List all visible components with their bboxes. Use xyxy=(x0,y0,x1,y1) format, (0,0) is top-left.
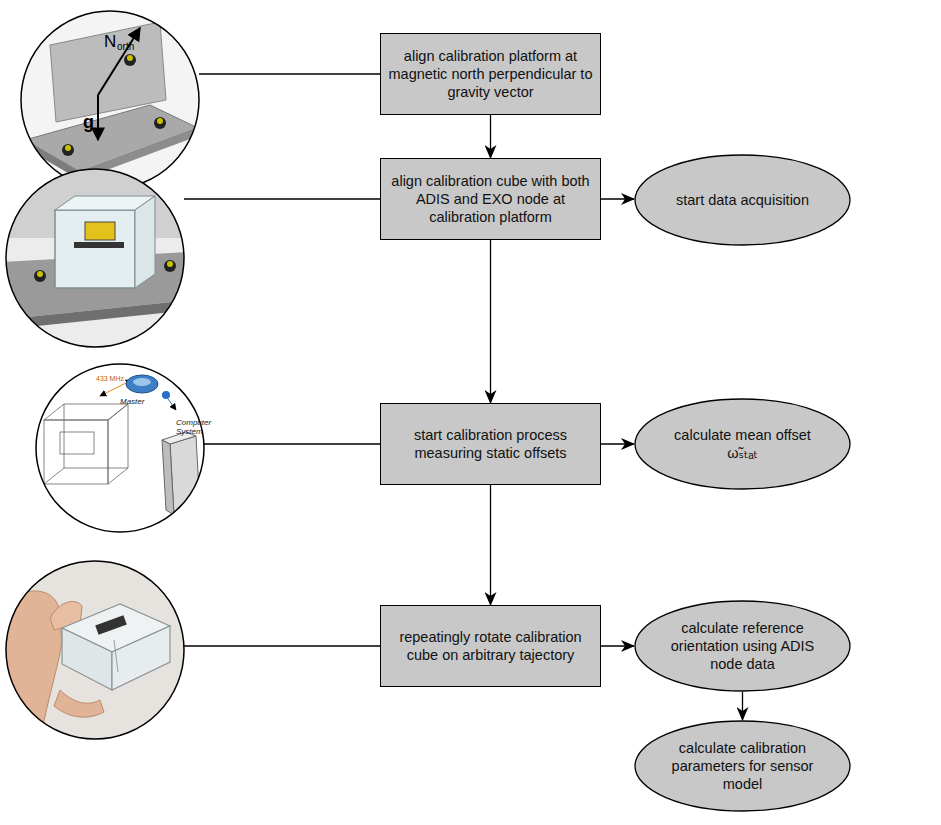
text-holder: align calibration cube with both ADIS an… xyxy=(386,172,595,226)
text-holder: calculate reference orientation using AD… xyxy=(660,619,825,673)
flow-arrow xyxy=(490,115,491,158)
platform-photo xyxy=(21,11,199,189)
step-text: align calibration platform at magnetic n… xyxy=(386,47,595,101)
ellipse-outline xyxy=(634,398,851,490)
picture-label: Master xyxy=(120,397,144,406)
flow-arrow xyxy=(490,240,491,403)
flow-arrow xyxy=(490,485,491,605)
ellipse-shape xyxy=(635,155,850,245)
step-text: repeatingly rotate calibration cube on a… xyxy=(386,628,595,664)
step-text: start calibration process measuring stat… xyxy=(386,426,595,462)
ellipse-shape xyxy=(635,601,850,691)
hand-photo xyxy=(0,561,184,740)
process-box: start calibration process measuring stat… xyxy=(380,403,601,485)
terminal-ellipse: calculate calibration parameters for sen… xyxy=(634,720,851,812)
text-holder: calculate calibration parameters for sen… xyxy=(660,739,825,793)
flow-arrow xyxy=(742,692,743,720)
flow-arrow xyxy=(601,198,634,199)
cube-on-platform-photo xyxy=(0,168,190,347)
process-box: align calibration platform at magnetic n… xyxy=(380,33,601,115)
step-text: calculate calibration parameters for sen… xyxy=(660,739,825,793)
flow-arrow xyxy=(601,443,634,444)
picture-label: orth xyxy=(117,41,134,53)
picture-label: g xyxy=(83,112,94,133)
terminal-ellipse: calculate reference orientation using AD… xyxy=(634,600,851,692)
flow-arrow xyxy=(601,645,634,646)
picture-label: 433 MHz xyxy=(96,375,124,383)
text-holder: align calibration platform at magnetic n… xyxy=(386,47,595,101)
step-text: align calibration cube with both ADIS an… xyxy=(386,172,595,226)
picture-label: Computer System xyxy=(176,418,210,436)
picture-label: N xyxy=(104,32,116,52)
text-holder: calculate mean offset ω̃ₛₜₐₜ xyxy=(660,426,825,462)
terminal-ellipse: calculate mean offset ω̃ₛₜₐₜ xyxy=(634,398,851,490)
text-holder: start data acquisition xyxy=(676,191,809,209)
text-holder: repeatingly rotate calibration cube on a… xyxy=(386,628,595,664)
system-sketch xyxy=(36,364,204,532)
ellipse-shape xyxy=(635,721,850,811)
step-text: calculate reference orientation using AD… xyxy=(660,619,825,673)
leader-lines xyxy=(184,74,380,646)
process-box: repeatingly rotate calibration cube on a… xyxy=(380,605,601,687)
process-box: align calibration cube with both ADIS an… xyxy=(380,158,601,240)
text-holder: start calibration process measuring stat… xyxy=(386,426,595,462)
ellipse-shape xyxy=(635,399,850,489)
step-text: start data acquisition xyxy=(676,191,809,209)
terminal-ellipse: start data acquisition xyxy=(634,154,851,246)
step-text: calculate mean offset ω̃ₛₜₐₜ xyxy=(660,426,825,462)
